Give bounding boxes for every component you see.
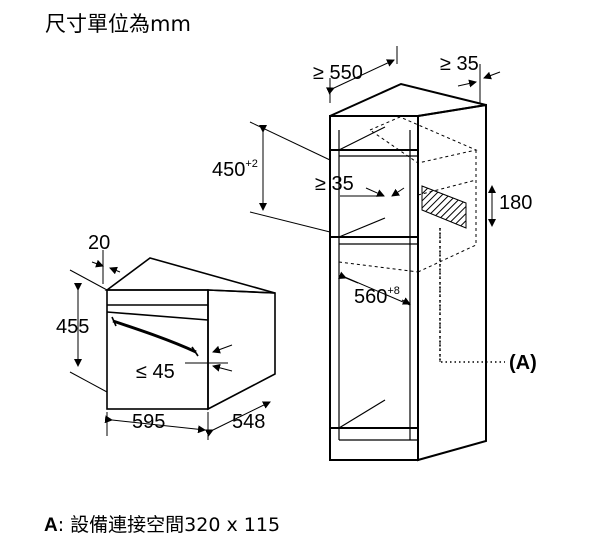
cabinet-drawing [329, 82, 487, 462]
dim-oven-width: 595 [132, 411, 165, 433]
dim-niche-width: 560+8 [354, 285, 400, 308]
dim-niche-height: 450+2 [212, 158, 258, 181]
niche-outline [338, 116, 478, 362]
dim-rear-gap: ≥ 35 [440, 53, 479, 75]
footer-text: : 設備連接空間320 x 115 [57, 514, 281, 536]
units-note: 尺寸單位為mm [45, 12, 191, 36]
connection-label: (A) [509, 352, 537, 374]
dim-oven-depth: 548 [232, 411, 265, 433]
ventilation-opening [421, 185, 467, 229]
footer-legend: A: 設備連接空間320 x 115 [44, 514, 281, 536]
dim-cabinet-depth: ≥ 550 [313, 62, 363, 84]
dim-vent-gap: ≥ 35 [315, 173, 354, 195]
oven-dimensions [69, 250, 271, 440]
dim-oven-front: 20 [88, 232, 110, 254]
dim-oven-door-gap: ≤ 45 [136, 361, 175, 383]
oven-drawing [104, 257, 276, 411]
connection-leader [439, 228, 505, 363]
cabinet-dimensions [249, 46, 501, 306]
dim-oven-height: 455 [56, 316, 89, 338]
dim-vent-height: 180 [499, 192, 532, 214]
footer-key: A [44, 515, 58, 536]
